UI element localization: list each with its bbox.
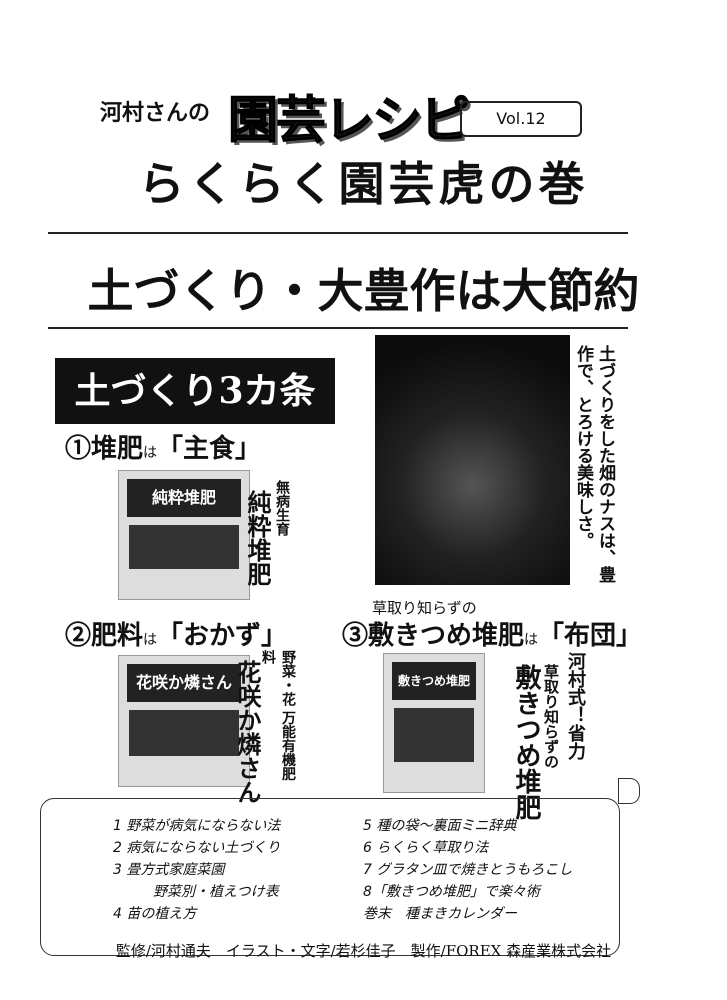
contents-item: 2 病気にならない土づくり: [113, 840, 281, 856]
item-term: 堆肥: [91, 434, 144, 464]
product-tag: 草取り知らずの: [542, 664, 560, 769]
fertilizer-bag-image: 花咲か燐さん: [118, 655, 250, 787]
contents-item: 5 種の袋～裏面ミニ辞典: [363, 818, 517, 834]
headline: 土づくり・大豊作は大節約: [87, 264, 640, 318]
bag-label: 花咲か燐さん: [127, 664, 241, 702]
item-role: 「布団」: [538, 621, 643, 651]
product-name: 純粋堆肥: [243, 490, 272, 586]
product-name: 花咲か燐さん: [233, 660, 262, 804]
item-number: ②: [65, 621, 92, 651]
item-2-heading: ②肥料は「おかず」: [65, 615, 287, 652]
item-role: 「おかず」: [157, 621, 288, 651]
contents-left: 1 野菜が病気にならない法 2 病気にならない土づくり 3 畳方式家庭菜園 野菜…: [113, 815, 280, 925]
product-name: 敷きつめ堆肥: [511, 664, 541, 820]
contents-item: 7 グラタン皿で焼きとうもろこし: [363, 862, 573, 878]
contents-scroll: 1 野菜が病気にならない法 2 病気にならない土づくり 3 畳方式家庭菜園 野菜…: [40, 798, 620, 956]
section-title: 土づくり3カ条: [55, 358, 335, 424]
contents-item: 8「敷きつめ堆肥」で楽々術: [363, 884, 540, 900]
contents-item: 野菜別・植えつけ表: [153, 884, 279, 900]
scroll-curl: [618, 778, 640, 804]
item-particle: は: [524, 632, 539, 648]
eggplant-photo: [375, 335, 570, 585]
item-role: 「主食」: [157, 434, 262, 464]
item-particle: は: [143, 632, 158, 648]
divider: [48, 232, 628, 234]
contents-item: 3 畳方式家庭菜園: [113, 862, 225, 878]
bag-label: 純粋堆肥: [127, 479, 241, 517]
item-term: 肥料: [91, 621, 144, 651]
brand-logo: 園芸レシピ: [228, 91, 471, 150]
volume-badge: Vol.12: [460, 101, 582, 137]
product-tag: 無病生育: [274, 480, 290, 536]
subtitle: らくらく園芸虎の巻: [138, 157, 589, 211]
contents-item: 4 苗の植え方: [113, 906, 197, 922]
contents-item: 1 野菜が病気にならない法: [113, 818, 281, 834]
item-3-heading: ③敷きつめ堆肥は「布団」: [342, 615, 642, 652]
bag-label: 敷きつめ堆肥: [392, 662, 476, 700]
item-3-pre: 草取り知らずの: [372, 599, 477, 617]
series-label: 河村さんの: [100, 101, 211, 126]
divider: [48, 327, 628, 329]
photo-caption: 土づくりをした畑のナスは、豊作で、とろける美味しさ。: [573, 345, 615, 583]
contents-right: 5 種の袋～裏面ミニ辞典 6 らくらく草取り法 7 グラタン皿で焼きとうもろこし…: [363, 815, 572, 925]
product-tag: 河村式！省力: [565, 652, 586, 760]
item-particle: は: [143, 445, 158, 461]
item-number: ①: [65, 434, 92, 464]
item-1-heading: ①堆肥は「主食」: [65, 428, 261, 465]
product-tag: 野菜・花 万能有機肥料: [260, 650, 296, 781]
compost-bag-image: 純粋堆肥: [118, 470, 250, 600]
credits-footer: 監修/河村通夫 イラスト・文字/若杉佳子 製作/FOREX 森産業株式会社: [115, 942, 612, 960]
contents-item: 巻末 種まきカレンダー: [363, 906, 517, 922]
item-number: ③: [342, 621, 369, 651]
item-term: 敷きつめ堆肥: [368, 621, 525, 651]
contents-item: 6 らくらく草取り法: [363, 840, 489, 856]
mulch-compost-bag-image: 敷きつめ堆肥: [383, 653, 485, 793]
